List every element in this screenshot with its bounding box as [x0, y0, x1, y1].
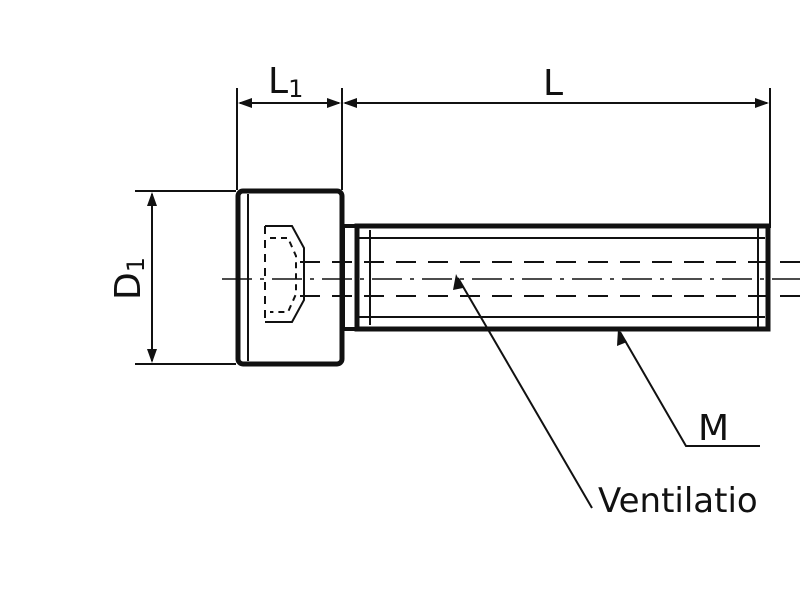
label-length: L — [543, 63, 563, 104]
ventilation-hole-hidden-lines — [300, 261, 800, 297]
hex-socket — [264, 225, 305, 323]
dimension-line-head-length — [238, 98, 341, 108]
label-diameter: D1 — [108, 257, 150, 300]
label-head-length: L1 — [268, 61, 303, 103]
dimension-line-length — [343, 98, 769, 108]
label-thread: M — [698, 408, 729, 449]
extension-lines — [135, 88, 771, 365]
dimension-line-diameter — [147, 192, 157, 363]
leader-ventilation — [453, 274, 593, 509]
label-ventilation-hole: Ventilatio — [598, 481, 758, 521]
leader-thread — [617, 329, 760, 447]
screw-head — [235, 188, 345, 367]
screw-shank — [354, 223, 771, 332]
